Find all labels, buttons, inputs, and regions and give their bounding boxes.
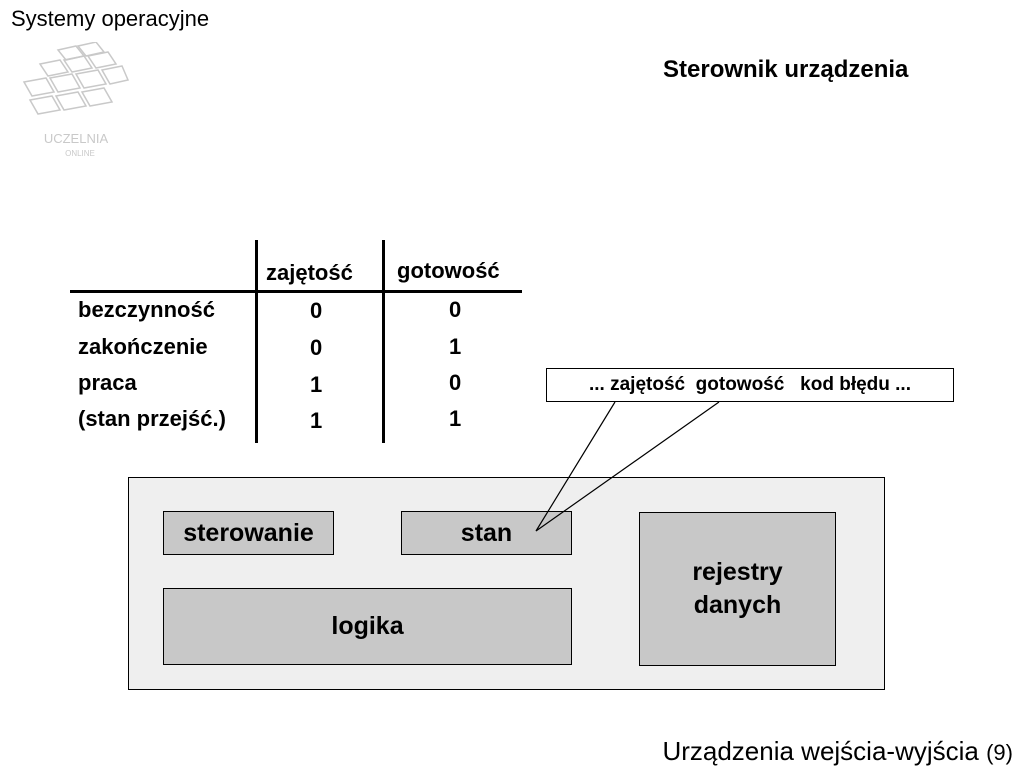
data-registers-line1: rejestry (692, 558, 783, 586)
row-label-completion: zakończenie (78, 334, 208, 359)
table-cell: 0 (449, 370, 462, 395)
course-title: Systemy operacyjne (11, 6, 210, 31)
table-cell: 0 (310, 335, 323, 360)
logic-block: logika (163, 588, 572, 665)
logo-text-line1: UCZELNIA (44, 131, 109, 146)
row-label-idle: bezczynność (78, 297, 215, 322)
row-label-transition: (stan przejść.) (78, 406, 226, 431)
table-divider-left (255, 240, 258, 443)
table-header-rule (70, 290, 522, 293)
column-header-ready: gotowość (397, 258, 500, 283)
table-cell: 1 (310, 408, 323, 433)
status-register-callout: ... zajętość gotowość kod błędu ... (546, 368, 954, 402)
data-registers-block: rejestry danych (639, 512, 836, 666)
table-divider-middle (382, 240, 385, 443)
control-block: sterowanie (163, 511, 334, 555)
row-label-work: praca (78, 370, 137, 395)
device-controller-box: sterowanie stan logika rejestry danych (128, 477, 885, 690)
uczelnia-online-logo: UCZELNIA ONLINE (18, 41, 130, 162)
column-header-busy: zajętość (266, 260, 353, 285)
table-cell: 0 (449, 297, 462, 322)
footer-title: Urządzenia wejścia-wyjścia (662, 736, 979, 766)
slide-title: Sterownik urządzenia (663, 56, 909, 83)
page-number: (9) (986, 740, 1013, 765)
footer-section-title: Urządzenia wejścia-wyjścia (9) (662, 736, 1013, 767)
logo-text-line2: ONLINE (65, 149, 95, 158)
data-registers-line2: danych (693, 591, 782, 619)
table-cell: 1 (310, 372, 323, 397)
table-cell: 1 (449, 334, 462, 359)
table-cell: 1 (449, 406, 462, 431)
table-cell: 0 (310, 298, 323, 323)
